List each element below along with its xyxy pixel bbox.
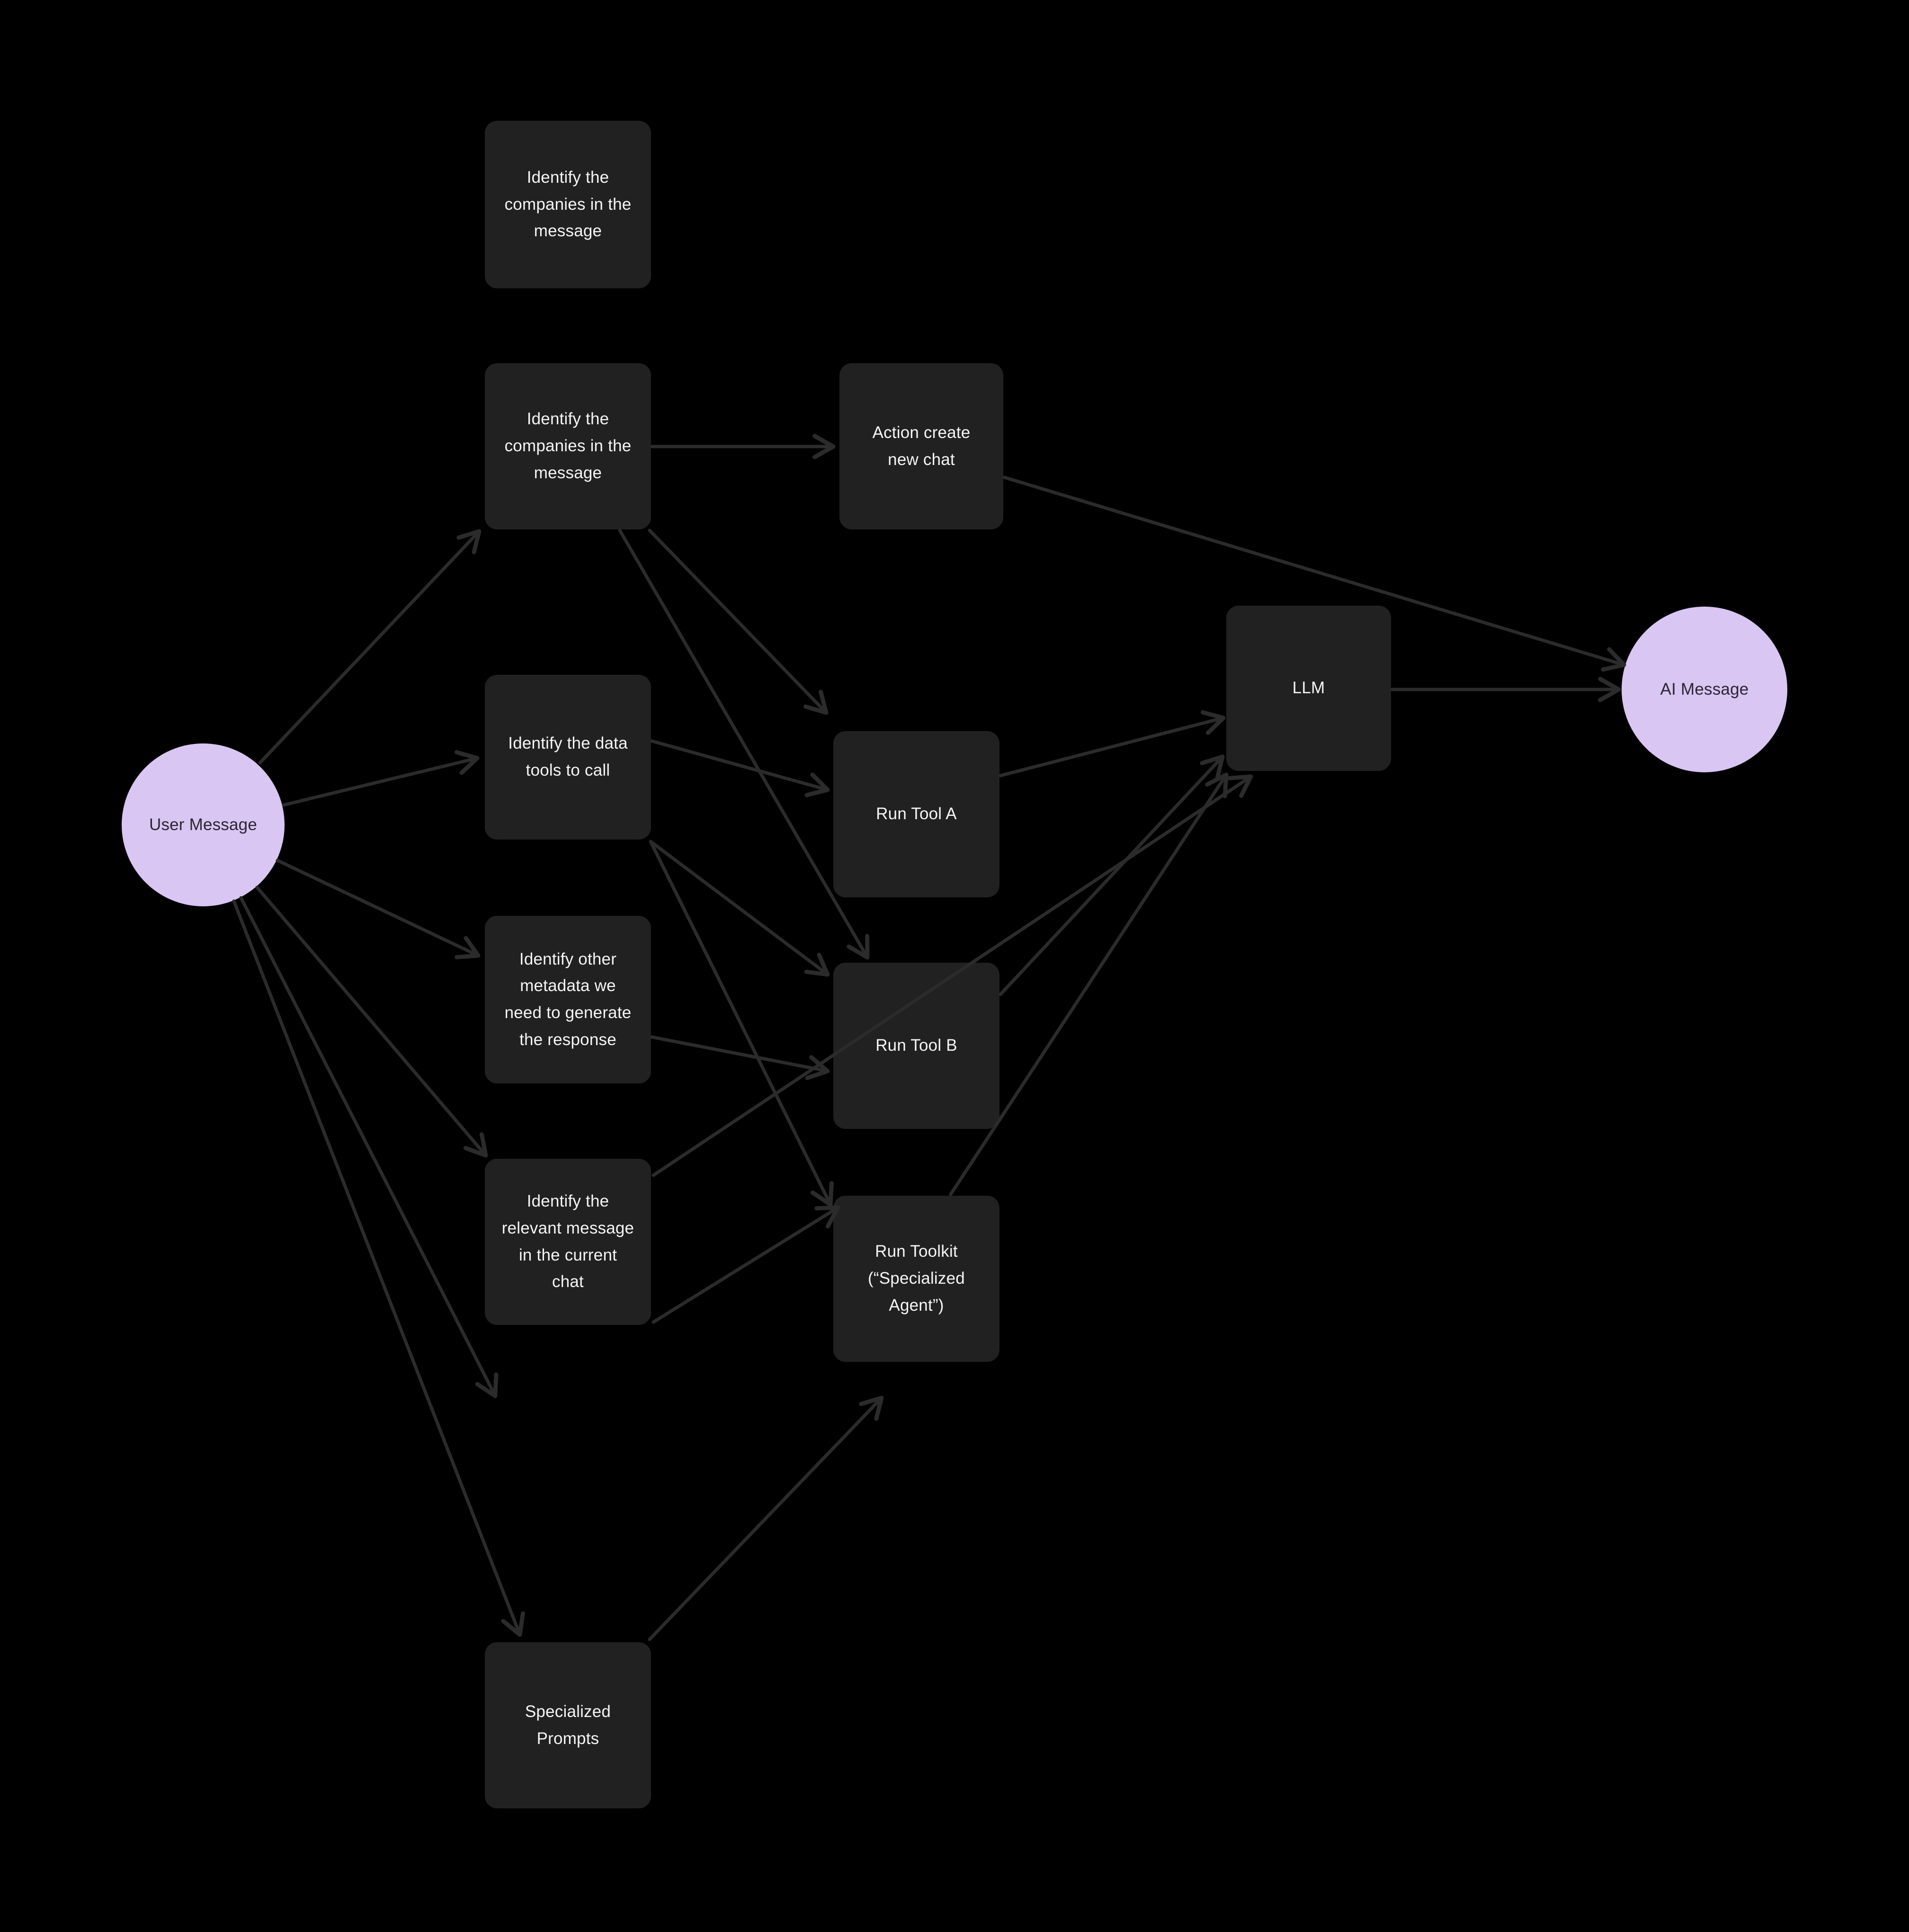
node-label-identify-companies-top: Identify the companies in the message (504, 168, 632, 241)
edge-identify-companies-to-run-tool-b (618, 528, 870, 960)
node-specialized-prompts[interactable]: Specialized Prompts (485, 1642, 651, 1808)
edge-user-to-identify-metadata (276, 859, 481, 959)
node-run-tool-b[interactable]: Run Tool B (833, 963, 999, 1129)
node-llm[interactable]: LLM (1226, 606, 1391, 771)
node-label-identify-companies: Identify the companies in the message (504, 410, 632, 482)
node-identify-relevant-message[interactable]: Identify the relevant message in the cur… (485, 1159, 651, 1325)
node-label-user-message: User Message (149, 815, 258, 834)
node-label-run-tool-b: Run Tool B (875, 1036, 957, 1055)
node-label-specialized-prompts: Specialized Prompts (525, 1702, 611, 1748)
node-identify-companies[interactable]: Identify the companies in the message (485, 363, 651, 529)
node-identify-other-metadata[interactable]: Identify other metadata we need to gener… (485, 916, 651, 1083)
node-label-ai-message: AI Message (1660, 680, 1749, 698)
node-identify-data-tools[interactable]: Identify the data tools to call (485, 675, 651, 840)
edge-run-tool-a-to-llm (999, 710, 1226, 778)
node-label-run-tool-a: Run Tool A (876, 805, 957, 823)
edge-metadata-to-run-tool-b (650, 1035, 830, 1080)
node-label-identify-data-tools: Identify the data tools to call (508, 734, 628, 779)
edge-data-tools-to-run-toolkit (649, 840, 834, 1207)
node-run-toolkit[interactable]: Run Toolkit (“Specialized Agent”) (833, 1196, 999, 1362)
node-label-run-toolkit: Run Toolkit (“Specialized Agent”) (868, 1242, 965, 1315)
node-user-message[interactable]: User Message (122, 743, 285, 906)
node-run-tool-a[interactable]: Run Tool A (833, 731, 999, 897)
edge-user-to-unattached-point (239, 896, 499, 1398)
node-label-identify-relevant-message: Identify the relevant message in the cur… (501, 1192, 634, 1291)
edge-user-to-identify-companies (258, 529, 482, 765)
node-action-create-new-chat[interactable]: Action create new chat (839, 363, 1003, 529)
edge-user-to-identify-data-tools (282, 750, 480, 807)
node-identify-companies-top[interactable]: Identify the companies in the message (485, 121, 651, 288)
node-label-action-create-new-chat: Action create new chat (872, 423, 971, 469)
node-label-llm: LLM (1292, 679, 1325, 698)
node-label-identify-other-metadata: Identify other metadata we need to gener… (504, 949, 632, 1049)
edge-data-tools-to-run-tool-a (650, 739, 830, 797)
edge-user-to-specialized-prompts (232, 899, 525, 1637)
edge-data-tools-to-run-tool-b (649, 840, 830, 977)
edge-specialized-to-run-toolkit (648, 1395, 884, 1641)
edge-identify-companies-to-run-tool-a (648, 528, 829, 715)
edge-run-tool-b-to-llm (999, 754, 1225, 996)
edge-relevant-to-run-toolkit (651, 1205, 840, 1324)
edge-user-to-identify-relevant (255, 886, 488, 1158)
node-ai-message[interactable]: AI Message (1622, 607, 1787, 772)
